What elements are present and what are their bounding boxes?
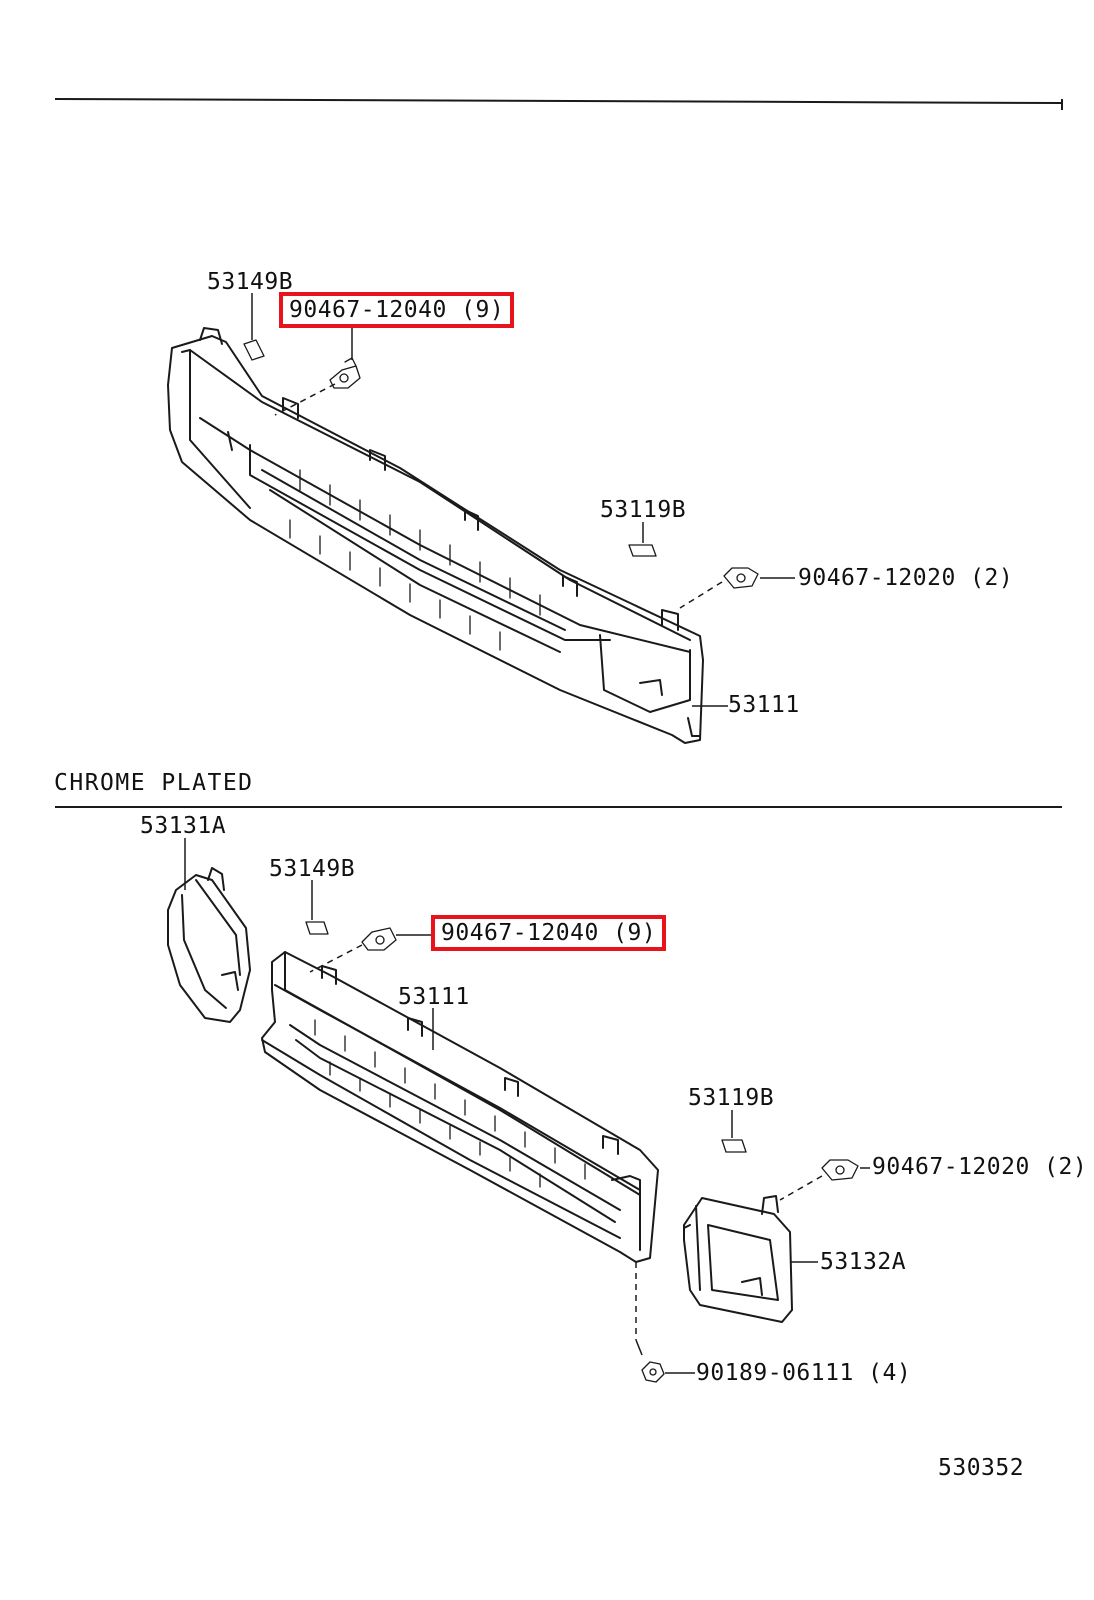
label-retainer-53149b-top: 53149B xyxy=(207,269,294,295)
top-retainer-right xyxy=(628,544,657,557)
left-bracket-drawing xyxy=(167,867,251,1023)
label-screw-90189-06111: 90189-06111 (4) xyxy=(696,1360,912,1386)
bottom-leader-lines xyxy=(184,838,870,1374)
top-clip-right xyxy=(723,567,759,589)
label-bracket-53131a: 53131A xyxy=(140,813,227,839)
label-retainer-53119b-bottom: 53119B xyxy=(688,1085,775,1111)
right-bracket-drawing xyxy=(683,1195,793,1323)
label-grille-53111-bottom: 53111 xyxy=(398,984,470,1010)
bottom-retainer-left xyxy=(305,921,329,935)
label-bracket-53132a: 53132A xyxy=(820,1249,907,1275)
top-leader-lines xyxy=(251,293,795,707)
top-retainer-left xyxy=(243,339,265,361)
top-divider-line xyxy=(54,98,1063,110)
bottom-clip-right xyxy=(821,1159,859,1181)
diagram-id: 530352 xyxy=(938,1455,1025,1481)
label-retainer-53149b-bottom: 53149B xyxy=(269,856,356,882)
label-nut-90467-12040-top-highlighted: 90467-12040 (9) xyxy=(279,292,515,328)
label-clip-90467-12020-bottom: 90467-12020 (2) xyxy=(872,1154,1088,1180)
label-clip-90467-12020-top: 90467-12020 (2) xyxy=(798,565,1014,591)
top-grille-drawing xyxy=(167,327,704,744)
screw-part xyxy=(641,1361,665,1383)
bottom-nut-part xyxy=(361,927,397,951)
label-grille-53111-top: 53111 xyxy=(728,692,800,718)
section-title-chrome-plated: CHROME PLATED xyxy=(54,770,254,796)
bottom-grille-drawing xyxy=(261,951,659,1263)
label-nut-90467-12040-bottom-highlighted: 90467-12040 (9) xyxy=(431,915,667,951)
label-retainer-53119b-top: 53119B xyxy=(600,497,687,523)
bottom-retainer-right xyxy=(721,1139,747,1153)
